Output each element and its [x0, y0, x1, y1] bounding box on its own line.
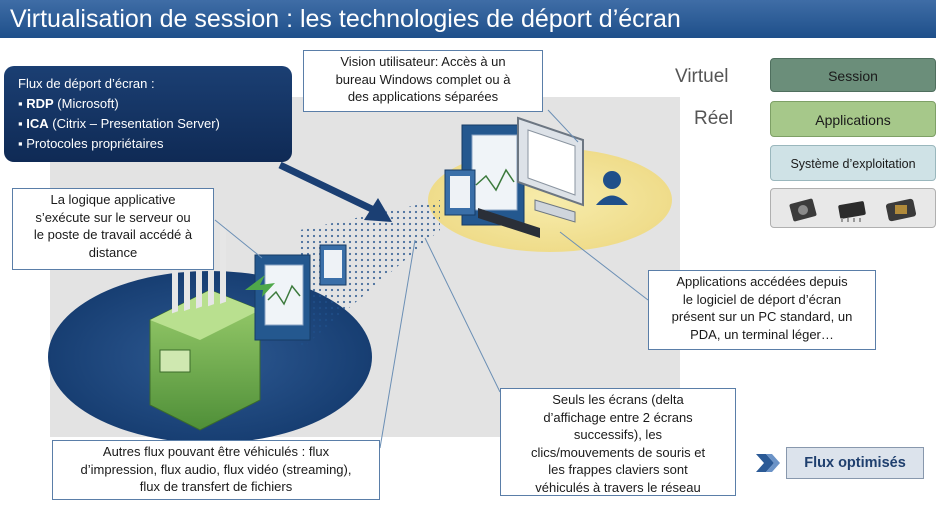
title-bar	[0, 0, 936, 38]
window-icon	[319, 244, 347, 286]
chip-icon	[838, 201, 866, 222]
transport-beam	[300, 200, 440, 350]
user-icon	[596, 171, 628, 205]
upload-arrow-icon	[245, 275, 275, 297]
chevron-double-icon	[756, 454, 780, 472]
flux-optimises-badge: Flux optimisés	[786, 447, 924, 479]
flux-item: ▪ ICA (Citrix – Presentation Server)	[18, 116, 220, 131]
layer-hardware	[770, 188, 936, 228]
layer-systeme-exploitation: Système d’exploitation	[770, 145, 936, 181]
flux-protocols-box: Flux de déport d’écran : ▪ RDP (Microsof…	[4, 66, 292, 162]
flux-item: ▪ RDP (Microsoft)	[18, 96, 119, 111]
flux-item: ▪ Protocoles propriétaires	[18, 136, 164, 151]
page-title: Virtualisation de session : les technolo…	[10, 5, 681, 33]
monitor-icon	[478, 116, 584, 238]
arrow-icon	[278, 161, 392, 222]
callout-autres-flux: Autres flux pouvant être véhiculés : flu…	[52, 440, 380, 500]
layer-applications: Applications	[770, 101, 936, 137]
label-reel: Réel	[694, 108, 734, 129]
hard-drive-icon	[789, 198, 817, 222]
label-virtuel: Virtuel	[675, 66, 729, 87]
layer-session: Session	[770, 58, 936, 92]
processor-icon	[885, 198, 917, 222]
flux-heading: Flux de déport d’écran :	[18, 76, 155, 91]
window-icon	[254, 254, 311, 341]
hardware-icons	[789, 198, 917, 222]
window-icon	[444, 169, 476, 216]
